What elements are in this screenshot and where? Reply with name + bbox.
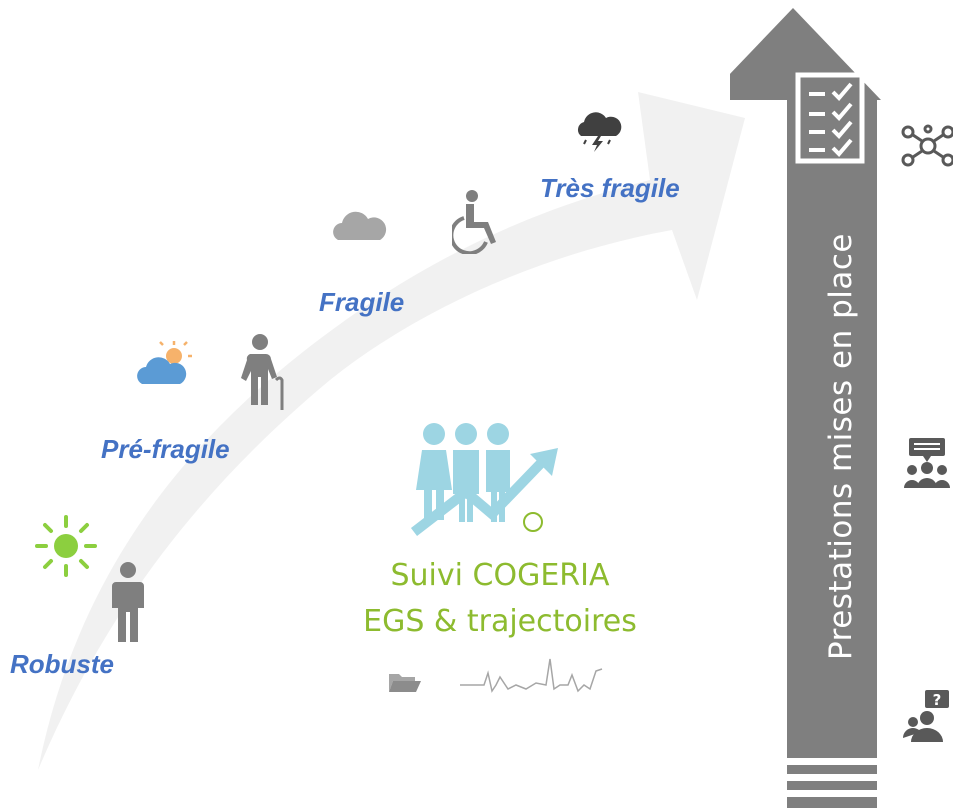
standing-person-icon xyxy=(112,562,144,642)
question-support-icon: ? xyxy=(903,690,949,742)
center-subtitle: EGS & trajectoires xyxy=(363,604,637,639)
stage-label-fragile: Fragile xyxy=(319,287,405,317)
center-title: Suivi COGERIA xyxy=(390,558,610,593)
stage-label-tres-fragile: Très fragile xyxy=(540,173,680,203)
stage-label-robuste: Robuste xyxy=(10,649,114,679)
meeting-icon xyxy=(904,438,950,488)
storm-cloud-icon xyxy=(577,112,622,152)
elderly-cane-person-icon xyxy=(241,334,284,410)
folder-icon xyxy=(389,674,421,692)
column-label: Prestations mises en place xyxy=(823,233,859,660)
svg-text:?: ? xyxy=(933,691,942,709)
ecg-trace-icon xyxy=(460,658,603,693)
stage-label-pre-fragile: Pré-fragile xyxy=(101,434,230,464)
sun-behind-cloud-icon xyxy=(137,341,192,384)
cloud-icon xyxy=(333,211,387,240)
network-icon xyxy=(901,124,953,167)
wheelchair-person-icon xyxy=(452,190,496,254)
group-growth-icon xyxy=(410,423,558,536)
checklist-icon xyxy=(795,72,865,164)
sun-icon xyxy=(35,515,97,577)
